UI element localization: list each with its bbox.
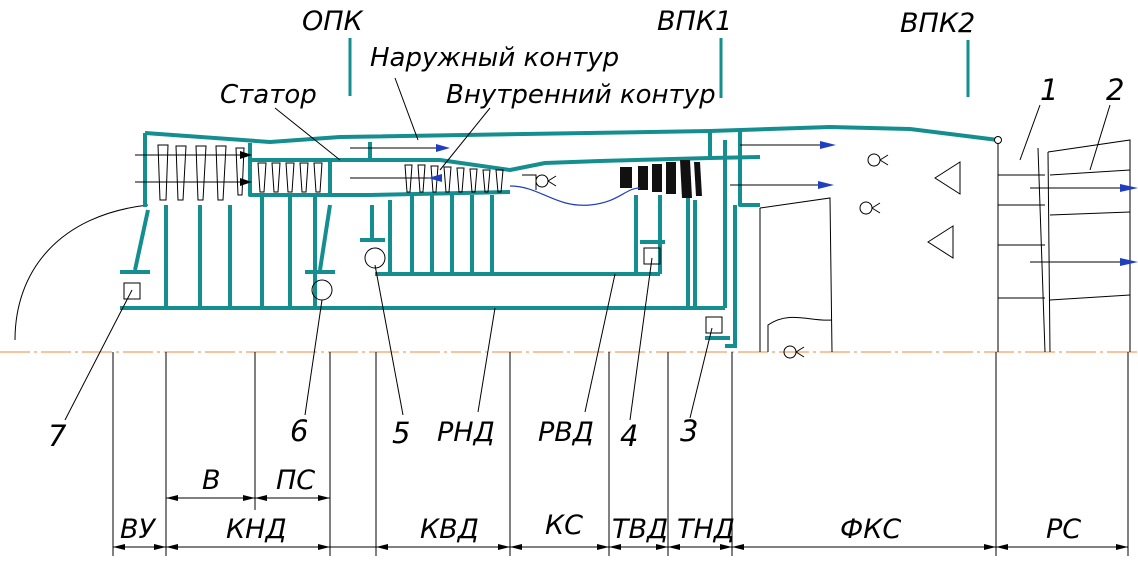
label-callout-2: 2 [1106, 73, 1124, 107]
label-opk: ОПК [302, 6, 365, 37]
dimension-arrowheads [113, 495, 1128, 550]
label-outer-contour: Наружный контур [370, 43, 619, 73]
dimension-extension-lines [112, 352, 1129, 556]
outer-casing [143, 125, 999, 207]
bearing-square-icon [705, 316, 723, 334]
support-struts [120, 195, 730, 340]
section-knd: КНД [226, 514, 287, 545]
callout-5: 5 [392, 416, 410, 450]
section-v: В [202, 465, 221, 496]
label-callout-1: 1 [1040, 73, 1058, 107]
flow-arrows [135, 144, 1130, 263]
fuel-injector-icon [859, 201, 881, 215]
section-tvd: ТВД [612, 514, 668, 545]
section-rs: РС [1046, 514, 1081, 545]
bearing-square-icon [123, 282, 141, 300]
callout-7: 7 [48, 419, 67, 453]
section-ps: ПС [276, 465, 315, 496]
section-tnd: ТНД [677, 514, 735, 545]
station-markers [348, 38, 970, 98]
flow-arrowheads [240, 141, 1138, 266]
label-vpk2: ВПК2 [900, 8, 975, 39]
bearing-square-icon [643, 247, 661, 265]
shafts [120, 140, 737, 348]
callout-6: 6 [290, 414, 308, 448]
combustor-liner [509, 185, 641, 206]
shaft-circle-icon [364, 247, 386, 269]
label-stator: Статор [220, 80, 317, 110]
callout-rvd: РВД [538, 417, 594, 448]
section-fks: ФКС [840, 514, 901, 545]
fuel-injector-icon [783, 345, 805, 359]
section-vu: ВУ [120, 514, 157, 545]
section-kvd: КВД [420, 514, 479, 545]
label-vpk1: ВПК1 [657, 6, 732, 37]
afterburner-body [759, 136, 1131, 353]
callout-4: 4 [620, 419, 638, 453]
flameholder-triangle-icon [927, 225, 954, 259]
flameholder-triangle-icon [934, 161, 961, 195]
section-ks: КС [545, 510, 583, 541]
inlet-fairing [14, 204, 149, 341]
callout-rnd: РНД [437, 417, 495, 448]
leader-lines [64, 77, 1111, 421]
hp-compressor-blades [404, 164, 504, 193]
callout-3: 3 [680, 414, 698, 448]
fuel-injector-icon [535, 174, 557, 188]
label-inner-contour: Внутренний контур [446, 80, 716, 110]
fuel-injector-icon [867, 153, 889, 167]
turbine-blades [620, 160, 702, 198]
